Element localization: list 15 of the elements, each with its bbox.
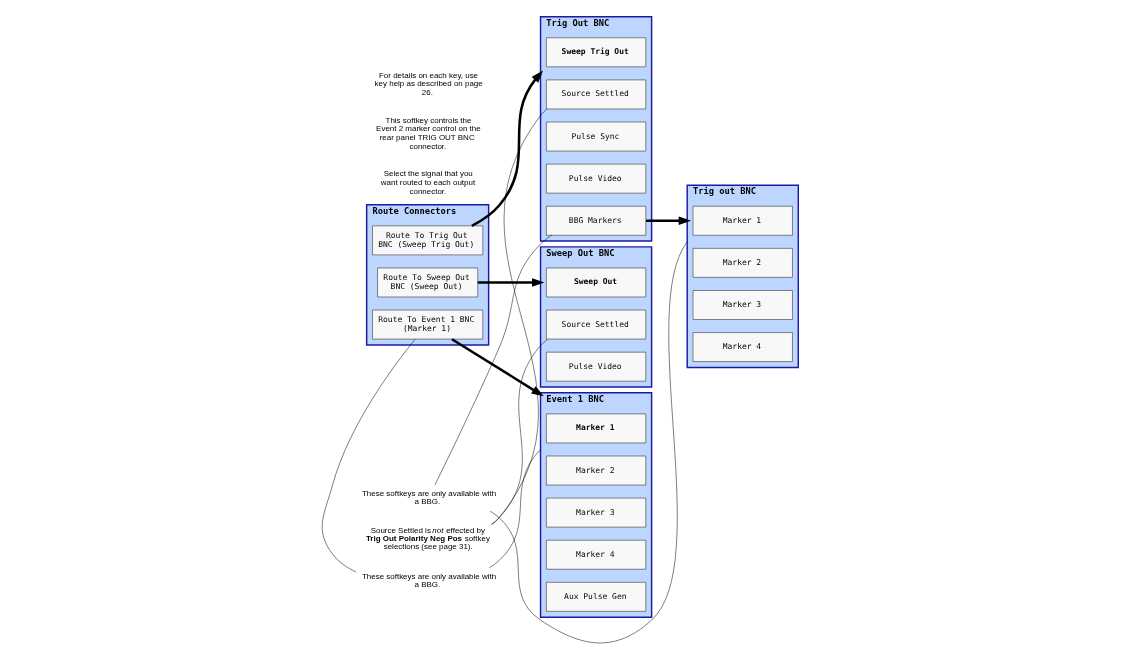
node-text: These softkeys are only available with a BBG. xyxy=(361,571,496,590)
label: For details on each key, use key help as described on page 26. xyxy=(374,70,483,97)
node-text: These softkeys are only available with a BBG. xyxy=(361,488,496,507)
connector xyxy=(434,235,552,486)
label: This softkey controls the Event 2 marker control on the rear panel TRIG OUT BNC connector. xyxy=(375,115,481,151)
arrow xyxy=(477,278,544,287)
arrow xyxy=(450,338,544,397)
arrow xyxy=(645,216,691,226)
arrow xyxy=(470,70,543,227)
connector xyxy=(489,241,687,644)
connector xyxy=(491,108,547,525)
connector xyxy=(490,339,548,525)
node-text: Source Settled is not effected by Trig Out Polarity Neg Pos softkey selections (see page 31). xyxy=(365,526,490,552)
label: Select the signal that you want routed to each output connector. xyxy=(380,169,475,196)
connector xyxy=(488,449,541,569)
